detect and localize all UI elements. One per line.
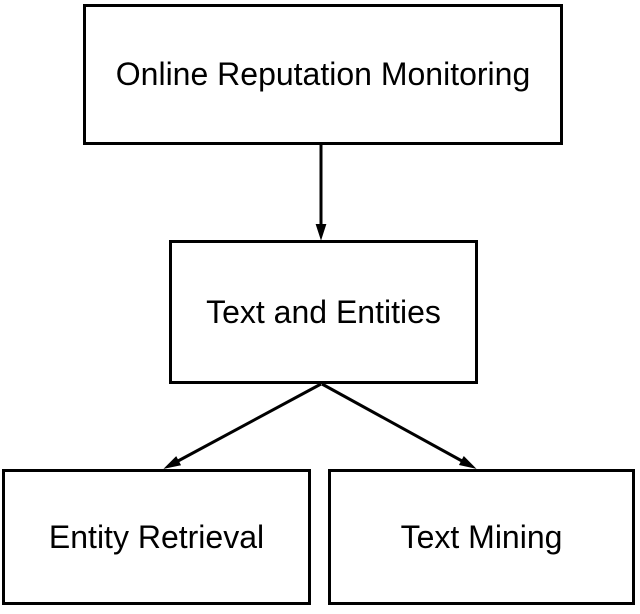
node-label: Text Mining [400, 518, 563, 555]
node-label: Text and Entities [206, 293, 441, 330]
node-entity-retrieval: Entity Retrieval [2, 469, 311, 605]
edge-root-to-middle [315, 145, 327, 241]
node-label: Online Reputation Monitoring [115, 56, 531, 93]
node-label: Entity Retrieval [48, 518, 265, 555]
node-text-and-entities: Text and Entities [169, 240, 478, 384]
arrowhead-down-icon [315, 224, 327, 241]
edge-middle-to-entity-retrieval [163, 382, 322, 469]
edge-middle-to-text-mining [321, 382, 477, 469]
arrowhead-down-left-icon [163, 456, 182, 469]
arrowhead-down-right-icon [458, 455, 477, 469]
node-text-mining: Text Mining [328, 469, 635, 605]
node-online-reputation-monitoring: Online Reputation Monitoring [83, 4, 563, 145]
